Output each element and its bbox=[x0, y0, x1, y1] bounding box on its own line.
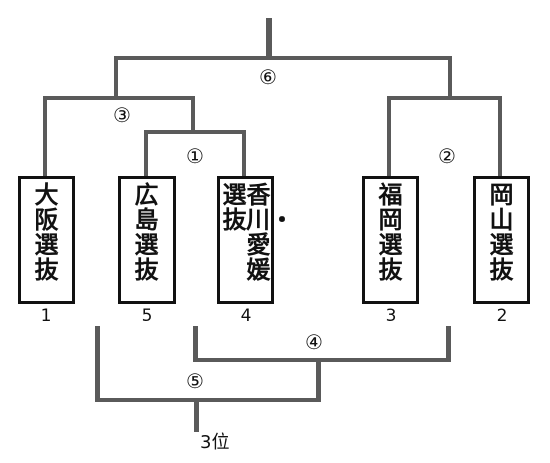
m4-hline bbox=[193, 358, 451, 362]
team-box-okayama: 岡山選抜 bbox=[473, 176, 530, 304]
seed-kagawa-ehime: 4 bbox=[240, 306, 252, 326]
m5-left-rise bbox=[95, 326, 100, 402]
team-name-okayama: 岡山選抜 bbox=[489, 181, 514, 284]
m2-hline bbox=[387, 96, 502, 100]
seed-okayama: 2 bbox=[496, 306, 508, 326]
match-number-6: ⑥ bbox=[255, 66, 281, 88]
m5-stem bbox=[194, 398, 199, 432]
third-place-label: 3位 bbox=[200, 432, 230, 453]
team-box-osaka: 大阪選抜 bbox=[18, 176, 75, 304]
team-box-fukuoka: 福岡選抜 bbox=[362, 176, 419, 304]
team-name-kagawa-ehime-col2: 香川・愛媛 bbox=[246, 181, 294, 284]
match-number-4: ④ bbox=[301, 331, 327, 353]
final-right-drop bbox=[448, 56, 452, 98]
m5-hline bbox=[95, 398, 321, 402]
seed-hiroshima: 5 bbox=[141, 306, 153, 326]
final-stem bbox=[266, 18, 272, 58]
m3-right-drop bbox=[191, 96, 195, 132]
match-number-2: ② bbox=[434, 145, 460, 167]
final-left-drop bbox=[114, 56, 118, 98]
team-name-kagawa-ehime-col1: 選抜 bbox=[222, 181, 247, 234]
seed-fukuoka: 3 bbox=[385, 306, 397, 326]
m3-hline bbox=[43, 96, 195, 100]
match-number-5: ⑤ bbox=[182, 370, 208, 392]
m1-hline bbox=[144, 130, 246, 134]
m1-left-drop bbox=[144, 130, 148, 176]
team-name-hiroshima: 広島選抜 bbox=[134, 181, 159, 284]
seed-osaka: 1 bbox=[40, 306, 52, 326]
m4-left-rise bbox=[193, 326, 198, 362]
m4-stem bbox=[316, 358, 321, 400]
m2-right-drop bbox=[498, 96, 502, 176]
m2-left-drop bbox=[387, 96, 391, 176]
match-number-3: ③ bbox=[109, 104, 135, 126]
team-box-kagawa-ehime: 選抜 香川・愛媛 bbox=[217, 176, 294, 304]
m3-left-drop bbox=[43, 96, 47, 176]
team-name-fukuoka: 福岡選抜 bbox=[378, 181, 403, 284]
team-name-osaka: 大阪選抜 bbox=[34, 181, 59, 284]
final-hline bbox=[114, 56, 452, 60]
match-number-1: ① bbox=[182, 145, 208, 167]
m1-right-drop bbox=[242, 130, 246, 176]
m4-right-rise bbox=[446, 326, 451, 362]
team-box-hiroshima: 広島選抜 bbox=[118, 176, 176, 304]
